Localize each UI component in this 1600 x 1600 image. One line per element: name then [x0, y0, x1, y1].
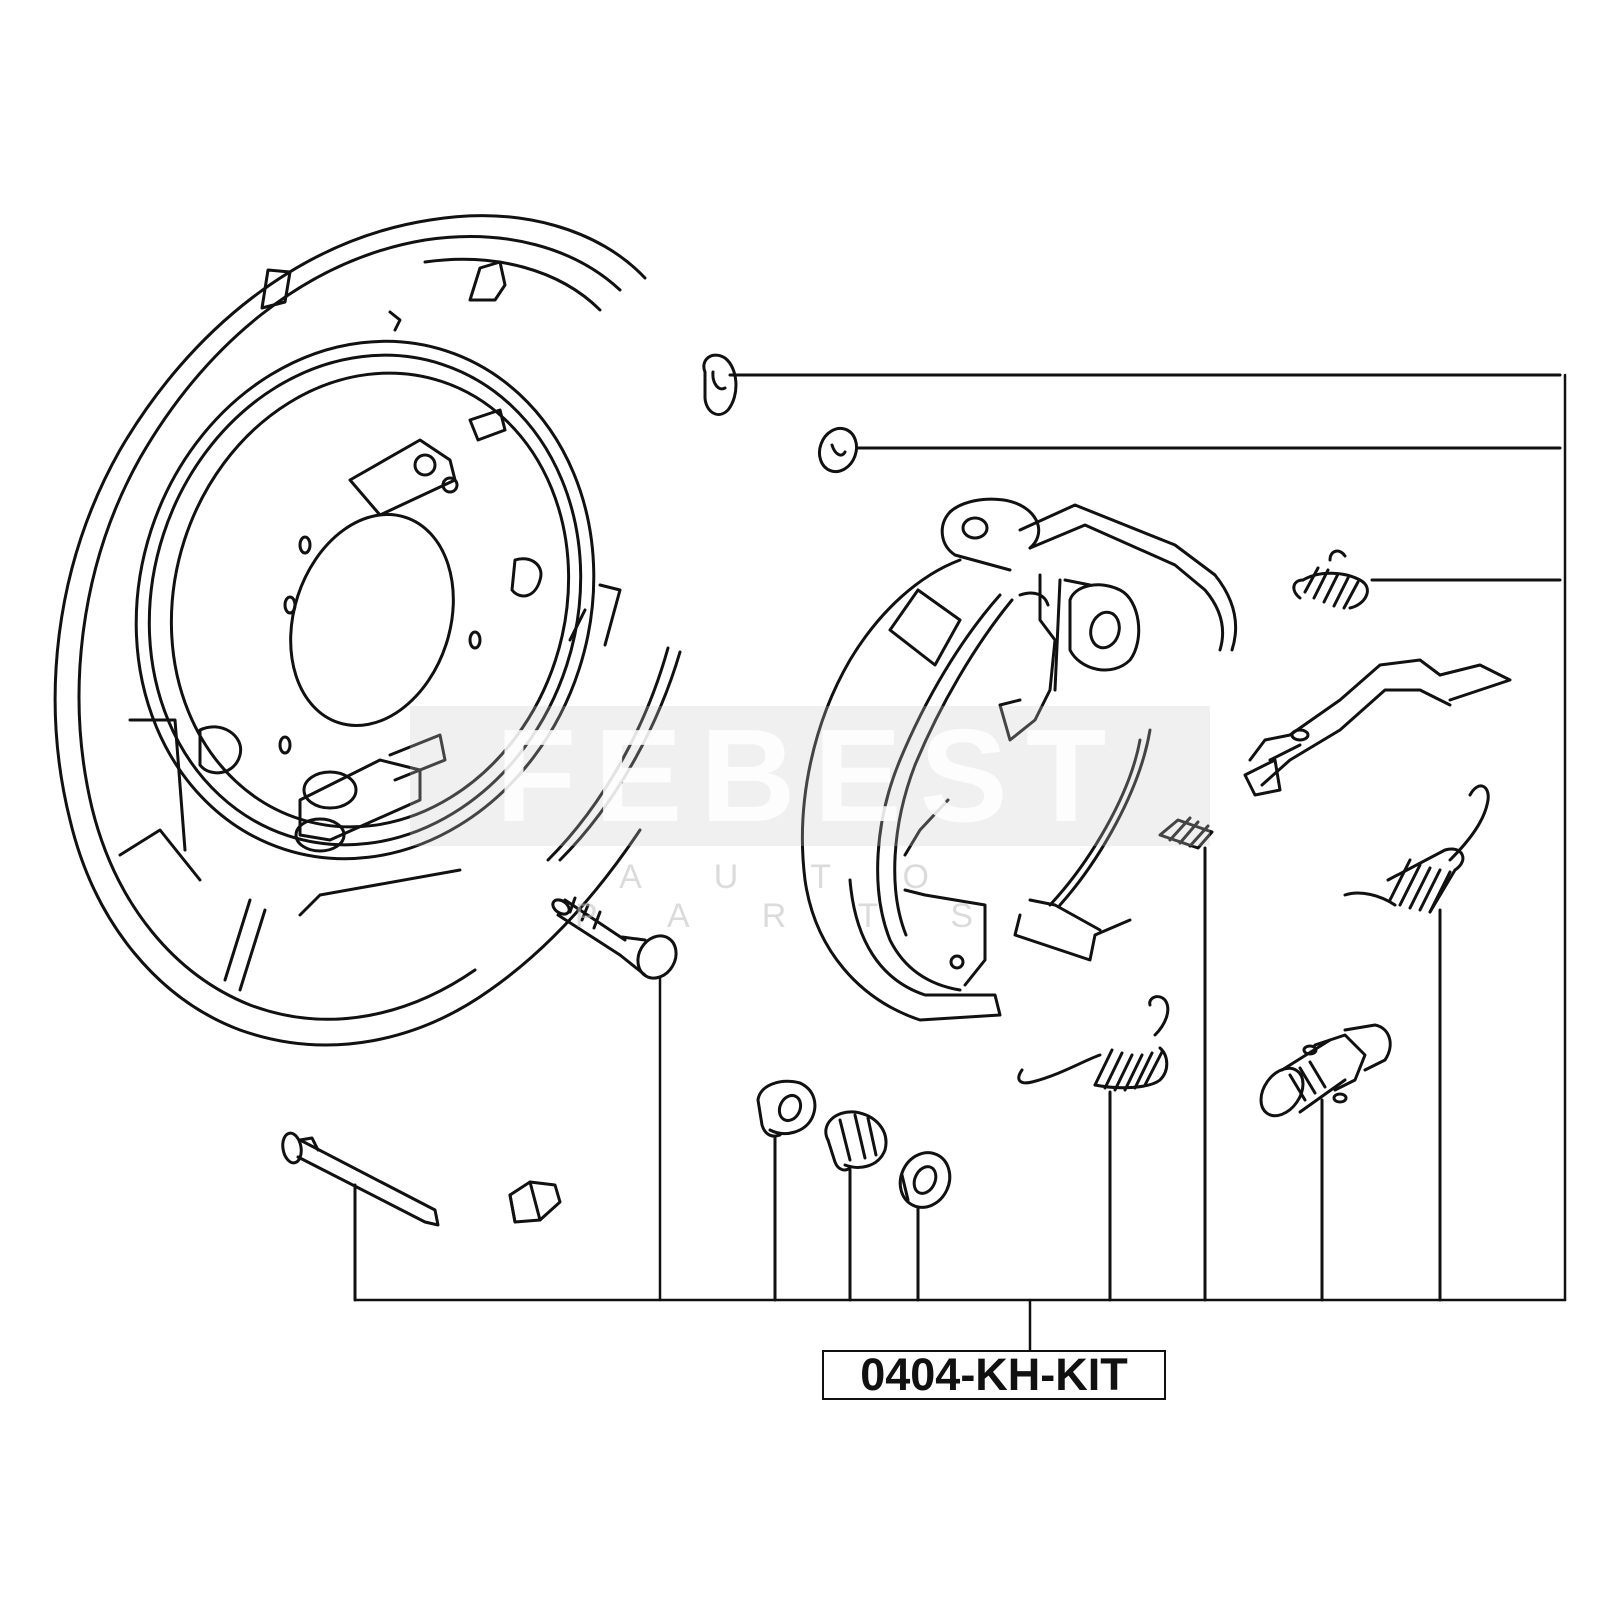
- kit-label: 0404-KH-KIT: [860, 1349, 1128, 1400]
- clip-washer: [814, 423, 1560, 477]
- adjuster-spring: [1160, 818, 1212, 1300]
- shoe-return-spring: [1345, 786, 1488, 1300]
- hold-down-washer: [826, 1112, 886, 1300]
- tension-spring: [1245, 660, 1510, 795]
- hold-down-cup: [758, 1081, 815, 1300]
- kit-label-box: 0404-KH-KIT: [822, 1350, 1166, 1400]
- hold-down-spring: [1019, 997, 1168, 1300]
- pin-retainer: [510, 1182, 560, 1222]
- adjuster-assembly: [1252, 1025, 1390, 1300]
- spring-cup: [891, 1144, 958, 1300]
- hold-down-pin: [550, 897, 683, 985]
- strut-spring: [1294, 551, 1560, 608]
- shoe-strut: [1015, 730, 1150, 960]
- parking-brake-lever: [942, 499, 1235, 740]
- retainer-clip: [704, 355, 1560, 414]
- leader-lines: [353, 373, 1567, 1352]
- cotter-pin: [281, 1132, 438, 1300]
- parking-brake-shoe: [802, 560, 1012, 1020]
- backing-plate: [55, 216, 680, 1045]
